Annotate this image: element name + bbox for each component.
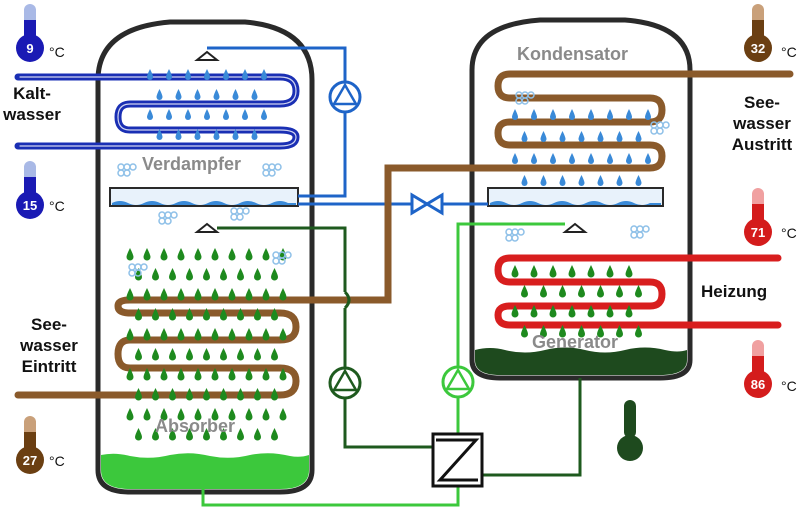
vapour-bubble bbox=[278, 257, 286, 265]
cold-water-label: Kalt- wasser bbox=[2, 83, 62, 125]
condenser-label: Kondensator bbox=[517, 44, 629, 64]
thermometer-bulb bbox=[16, 446, 44, 474]
thermometers: 9 15 27 32 71 86 bbox=[16, 4, 772, 474]
vapour-clouds bbox=[117, 91, 670, 277]
vapour-bubble bbox=[140, 263, 148, 271]
generator-solution-pool bbox=[475, 347, 687, 375]
heat-exchanger-icon bbox=[431, 432, 484, 488]
vapour-bubble bbox=[656, 127, 664, 135]
thermometer-bulb bbox=[16, 34, 44, 62]
vapour-bubble bbox=[134, 269, 142, 277]
seawater-circuit bbox=[14, 70, 794, 399]
left-vessel bbox=[95, 19, 315, 495]
vapour-bubble bbox=[527, 91, 535, 99]
seawater-in-label-line1: See- bbox=[31, 315, 67, 334]
thermometer-value: 71 bbox=[751, 225, 765, 240]
vapour-bubble bbox=[123, 169, 131, 177]
unit-sea-in: °C bbox=[49, 453, 65, 469]
vapour-bubble bbox=[284, 251, 292, 259]
unit-heat-in: °C bbox=[781, 378, 797, 394]
pump-icon bbox=[328, 366, 362, 400]
thermometer-heat-in: 86 bbox=[744, 340, 772, 398]
weak-solution-line bbox=[217, 226, 582, 477]
generator-label: Generator bbox=[532, 332, 619, 352]
thermometer-value: 15 bbox=[23, 198, 37, 213]
thermometer-value: 27 bbox=[23, 453, 37, 468]
thermometer-value: 32 bbox=[751, 41, 765, 56]
unit-cold-out: °C bbox=[49, 198, 65, 214]
vapour-bubble bbox=[521, 97, 529, 105]
thermometer-bulb bbox=[16, 191, 44, 219]
unit-heat-out: °C bbox=[781, 225, 797, 241]
vapour-bubble bbox=[164, 217, 172, 225]
vapour-bubble bbox=[236, 213, 244, 221]
vapour-bubble bbox=[242, 207, 250, 215]
seawater-out-label-line1: See- bbox=[744, 93, 780, 112]
pump-icon bbox=[441, 365, 475, 399]
thermometer-value: 86 bbox=[751, 377, 765, 392]
vapour-bubble bbox=[642, 225, 650, 233]
seawater-in-label-line3: Eintritt bbox=[21, 357, 77, 376]
seawater-out-label: See- wasser Austritt bbox=[722, 92, 802, 155]
thermometer-bulb bbox=[744, 34, 772, 62]
vapour-bubble bbox=[268, 169, 276, 177]
thermometer-bulb bbox=[744, 218, 772, 246]
cold-water-label-line1: Kalt- bbox=[13, 84, 51, 103]
thermometer-bulb bbox=[744, 370, 772, 398]
absorber-label: Absorber bbox=[155, 416, 236, 436]
heating-coil bbox=[494, 254, 782, 329]
seawater-in-label-line2: wasser bbox=[20, 336, 78, 355]
vapour-bubble bbox=[274, 163, 282, 171]
thermometer-value: 9 bbox=[26, 41, 33, 56]
seawater-out-label-line2: wasser bbox=[733, 114, 791, 133]
vapour-bubble bbox=[517, 228, 525, 236]
seawater-out-label-line3: Austritt bbox=[731, 135, 793, 154]
thermometer-sea-out: 32 bbox=[744, 4, 772, 62]
vapour-bubble bbox=[511, 234, 519, 242]
vapour-bubble bbox=[129, 163, 137, 171]
unit-cold-in: °C bbox=[49, 44, 65, 60]
vapour-bubble bbox=[170, 211, 178, 219]
vapour-bubble bbox=[662, 121, 670, 129]
seawater-in-label: See- wasser Eintritt bbox=[16, 314, 82, 377]
thermometer-cold-out: 15 bbox=[16, 161, 44, 219]
strong-solution-line bbox=[201, 222, 565, 507]
thermometer-heat-out: 71 bbox=[744, 188, 772, 246]
thermometer-sea-in: 27 bbox=[16, 416, 44, 474]
condenser-tray bbox=[487, 187, 664, 207]
evaporator-label: Verdampfer bbox=[142, 154, 242, 174]
expansion-valve-icon bbox=[410, 192, 444, 216]
evaporator-tray bbox=[109, 187, 299, 207]
evaporator-recirculation-loop bbox=[207, 46, 347, 198]
vapour-bubble bbox=[636, 231, 644, 239]
thermometer-cold-in: 9 bbox=[16, 4, 44, 62]
absorber-solution-pool bbox=[101, 453, 309, 489]
right-vessel bbox=[469, 17, 693, 381]
cold-water-label-line2: wasser bbox=[3, 105, 61, 124]
unit-sea-out: °C bbox=[781, 44, 797, 60]
thermometer-icon bbox=[617, 400, 643, 461]
pump-icon bbox=[328, 80, 362, 114]
heating-label: Heizung bbox=[701, 282, 768, 301]
